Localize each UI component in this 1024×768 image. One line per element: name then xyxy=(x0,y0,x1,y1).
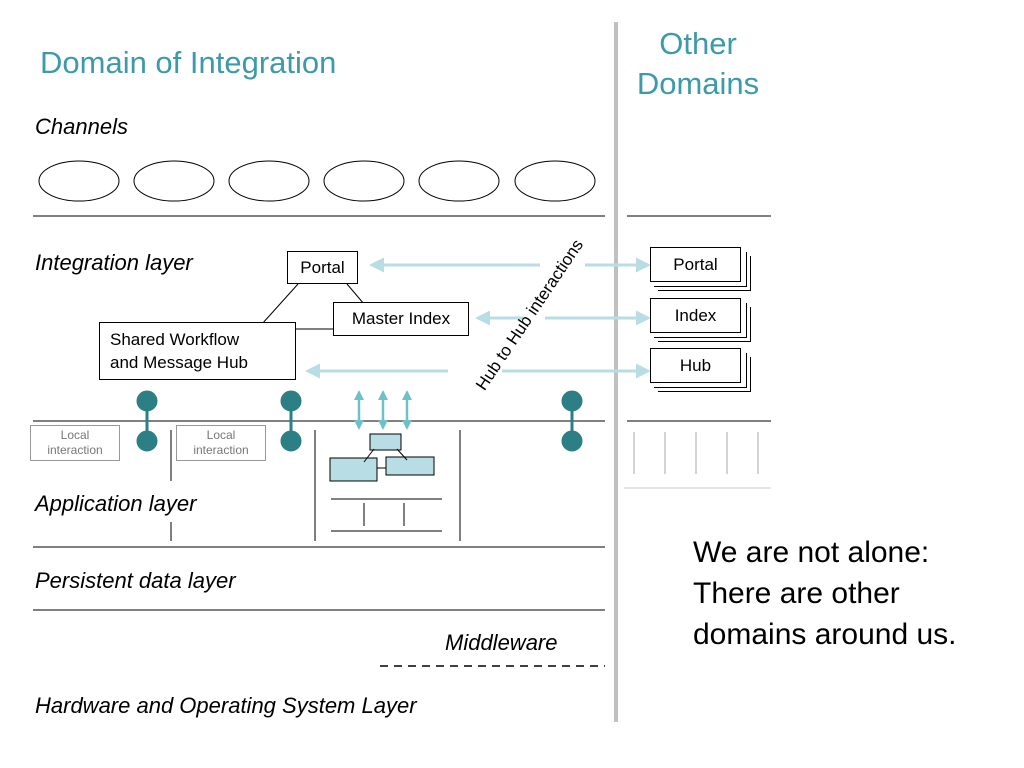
page-title: Domain of Integration xyxy=(40,45,337,80)
application-internals xyxy=(170,430,461,541)
other-portal-box: Portal xyxy=(650,247,741,282)
channel-ellipse xyxy=(514,160,596,202)
connector-dot xyxy=(136,390,158,412)
hub-stack-shadow xyxy=(658,357,751,392)
channel-ellipse xyxy=(38,160,120,202)
other-index-box: Index xyxy=(650,298,741,333)
portal-stack-shadow xyxy=(658,256,751,291)
index-stack-shadow xyxy=(654,303,747,338)
channel-ellipse xyxy=(133,160,215,202)
portal-stack-shadow xyxy=(654,252,747,287)
other-hub-box: Hub xyxy=(650,348,741,383)
channel-ellipse xyxy=(418,160,500,202)
connector-dot xyxy=(136,430,158,452)
connector-dot xyxy=(561,390,583,412)
persistent-data-layer-label: Persistent data layer xyxy=(35,568,236,593)
hub-stack-shadow xyxy=(654,353,747,388)
local-interaction-box: Local interaction xyxy=(30,425,120,461)
connector-dot xyxy=(561,430,583,452)
channel-ellipse xyxy=(323,160,405,202)
note-text: We are not alone: There are other domain… xyxy=(693,536,957,651)
other-domains-title: Other Domains xyxy=(636,26,760,101)
master-index-box: Master Index xyxy=(333,302,469,336)
connector-dot xyxy=(280,430,302,452)
channel-ellipse xyxy=(228,160,310,202)
middleware-label: Middleware xyxy=(445,630,558,655)
integration-layer-label: Integration layer xyxy=(35,250,193,275)
hub-to-hub-arrows xyxy=(305,257,651,379)
app-link-arrows xyxy=(354,390,412,430)
shared-workflow-hub-box: Shared Workflow and Message Hub xyxy=(99,322,296,380)
local-interaction-box: Local interaction xyxy=(176,425,266,461)
portal-box: Portal xyxy=(287,251,358,284)
connector-dot xyxy=(280,390,302,412)
mini-hub-diagram xyxy=(329,433,435,482)
lollipop-connectors xyxy=(136,390,583,452)
application-layer-label: Application layer xyxy=(35,491,197,516)
channels-label: Channels xyxy=(35,114,128,139)
hardware-os-layer-label: Hardware and Operating System Layer xyxy=(35,693,417,718)
index-stack-shadow xyxy=(658,307,751,342)
channel-ellipses xyxy=(38,160,596,202)
other-app-dividers xyxy=(633,432,759,474)
